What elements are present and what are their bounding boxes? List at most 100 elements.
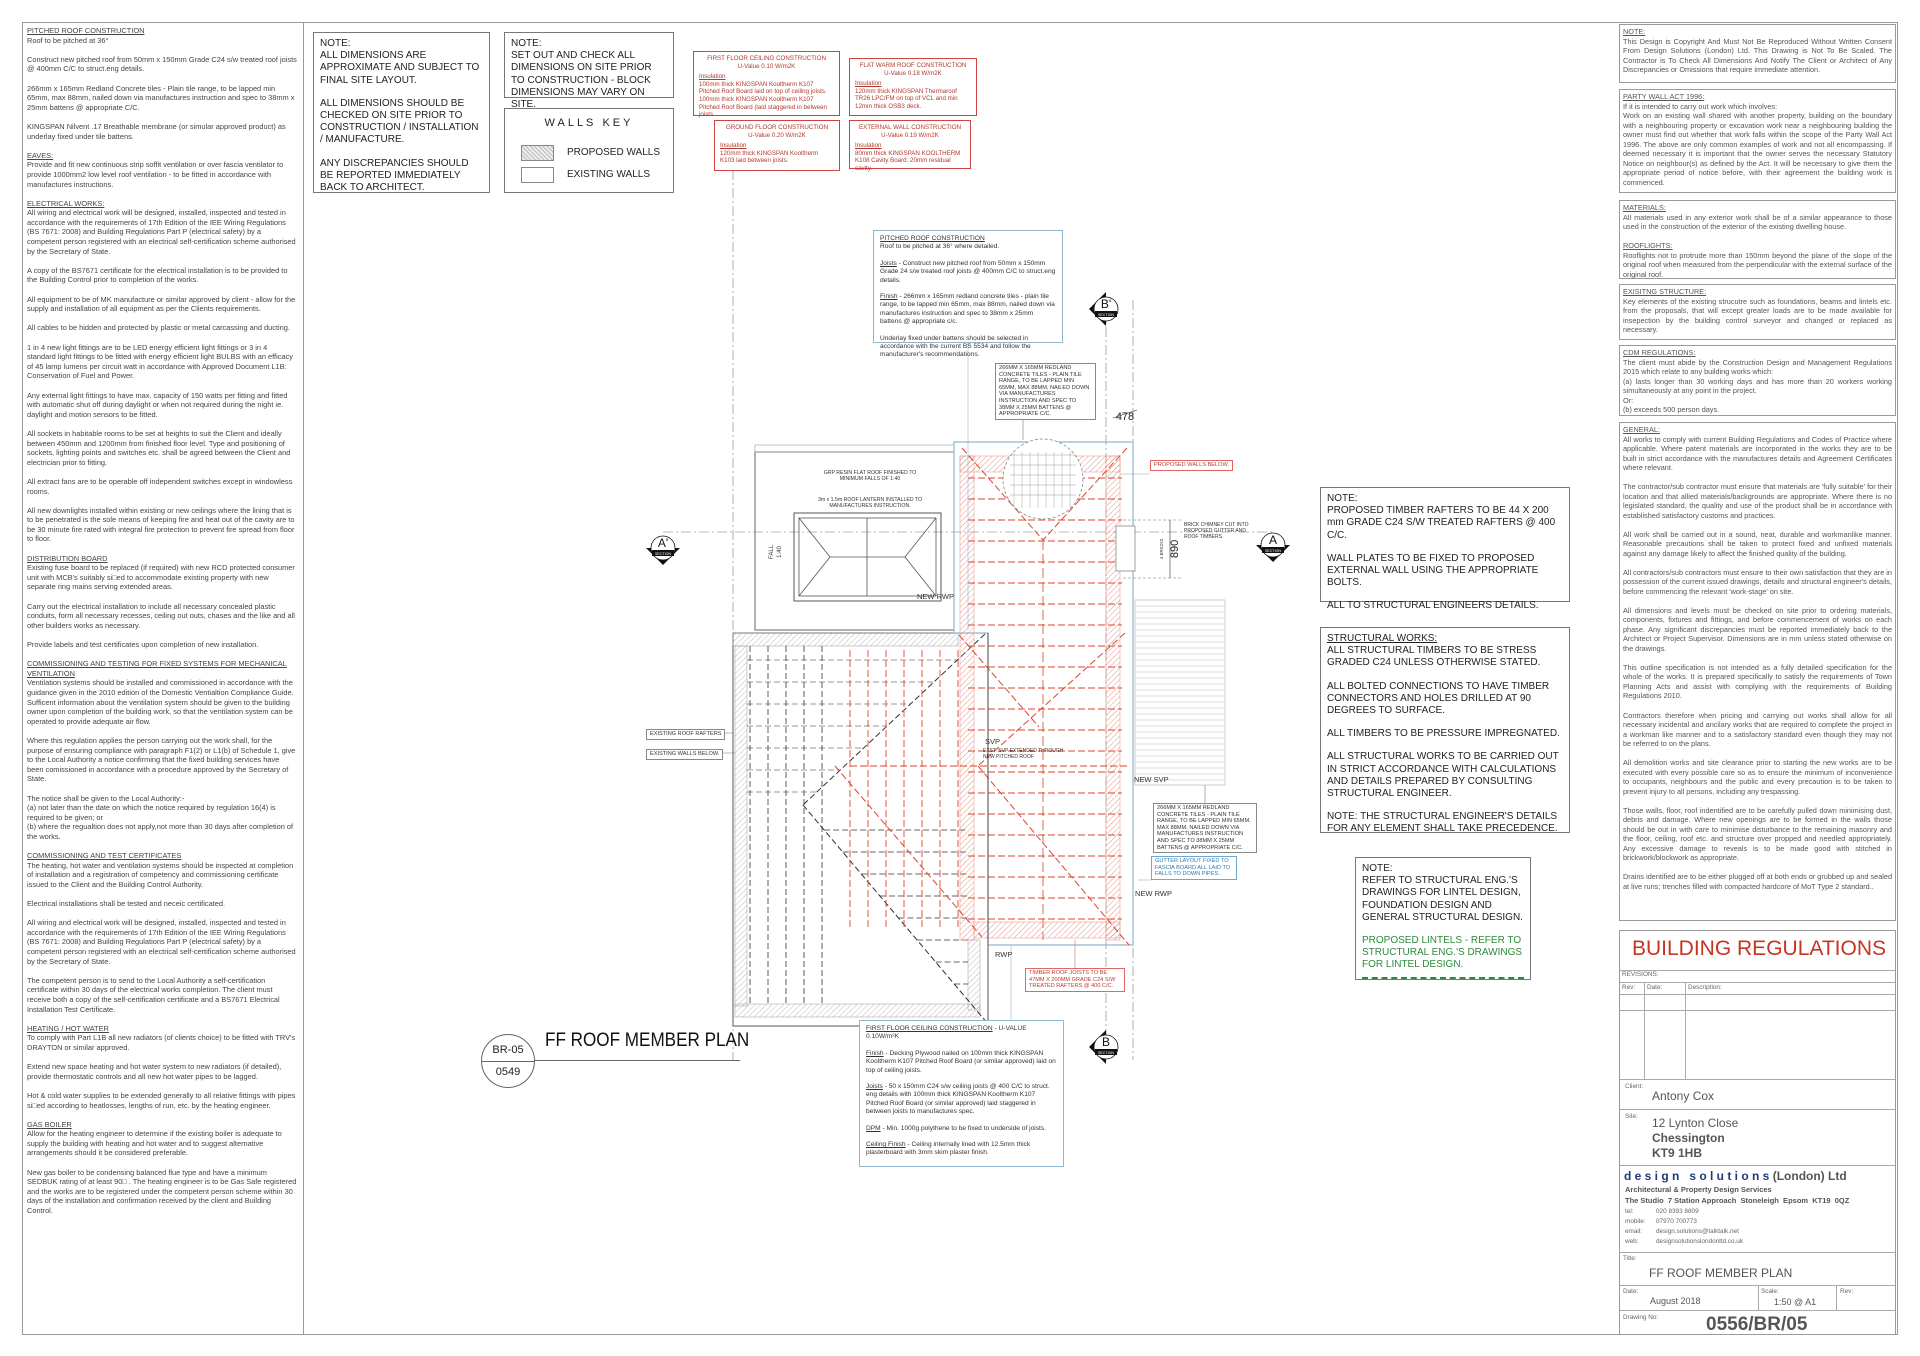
general-note-heading: NOTE: [1623, 27, 1646, 36]
drawing-reference-bubble: BR-05 0549 [481, 1034, 535, 1088]
callout-text: Roof to be pitched at 36° where detailed… [880, 243, 1000, 251]
u-value-box-title: FIRST FLOOR CEILING CONSTRUCTION [707, 55, 826, 62]
company-services: Architectural & Property Design Services [1625, 1185, 1772, 1194]
drawing-sheet-border [22, 22, 1898, 1335]
stage-title: BUILDING REGULATIONS [1632, 937, 1886, 960]
u-value: U-Value 0.18 W/m2K [884, 69, 942, 77]
flat-roof-parapet [754, 444, 955, 453]
spec-paragraph: All sockets in habitable rooms to be set… [27, 428, 291, 467]
adjacent-roof [1134, 599, 1226, 786]
roof-lantern-frame [798, 517, 937, 597]
section-word: SECTION [1265, 549, 1281, 553]
spec-paragraph: New gas boiler to be condensing balanced… [27, 1167, 297, 1216]
walls-key: WALLS KEY PROPOSED WALLS EXISTING WALLS [504, 108, 674, 193]
revisions-label: REVISIONS: [1620, 971, 1895, 983]
insulation-text: 80mm thick KINGSPAN KOOLTHERM K108 Cavit… [855, 149, 961, 172]
roof-lantern-label: 3m x 1.5m ROOF LANTERN INSTALLED TO MANU… [817, 497, 923, 509]
existing-walls-below-label: EXISTING WALLS BELOW. [646, 749, 724, 760]
spec-paragraph: All wiring and electrical work will be d… [27, 208, 296, 256]
spec-paragraph: Any external light fittings to have max.… [27, 390, 288, 419]
general-note-box: PARTY WALL ACT 1996:If it is intended to… [1619, 89, 1896, 193]
spec-paragraph: Construct new pitched roof from 50mm x 1… [27, 54, 297, 74]
general-note-box: NOTE:This Design is Copyright And Must N… [1619, 24, 1896, 83]
spec-section: COMMISSIONING AND TESTING FOR FIXED SYST… [27, 659, 297, 841]
insulation-heading: Insulation [699, 73, 726, 81]
note-paragraph: NOTE: SET OUT AND CHECK ALL DIMENSIONS O… [511, 38, 652, 111]
email-link[interactable]: design.solutions@talktalk.net [1656, 1228, 1739, 1235]
reference-sheet: BR-05 [492, 1044, 524, 1056]
existing-wall [734, 645, 748, 1007]
email-label: email: [1625, 1228, 1643, 1235]
tiles-callout-top: 266MM X 165MM REDLAND CONCRETE TILES - P… [995, 363, 1096, 420]
spec-section: ELECTRICAL WORKS:All wiring and electric… [27, 199, 297, 544]
insulation-text: 100mm thick KINGSPAN Kooltherm K107 Pitc… [699, 80, 827, 119]
setout-note: NOTE: SET OUT AND CHECK ALL DIMENSIONS O… [504, 32, 674, 110]
spec-paragraph: All new downlights installed within exis… [27, 505, 295, 544]
note-paragraph: ALL TO STRUCTURAL ENGINEERS DETAILS. [1327, 600, 1539, 612]
spec-section-heading: HEATING / HOT WATER [27, 1023, 109, 1033]
dimension-890: 890 [1169, 540, 1181, 558]
note-paragraph: NOTE: THE STRUCTURAL ENGINEER'S DETAILS … [1327, 811, 1558, 835]
proposed-wall [959, 455, 975, 941]
structural-works-heading: STRUCTURAL WORKS: [1327, 633, 1438, 644]
insulation-heading: Insulation [855, 142, 882, 150]
dimensions-note: NOTE: ALL DIMENSIONS ARE APPROXIMATE AND… [313, 32, 490, 193]
spec-paragraph: The notice shall be given to the Local A… [27, 793, 294, 841]
site-address-line2: Chessington [1652, 1131, 1725, 1145]
company-suffix: (London) Ltd [1772, 1169, 1847, 1183]
section-word: SECTION [1098, 313, 1114, 317]
client-name: Antony Cox [1652, 1089, 1715, 1103]
spec-paragraph: 1 in 4 new light fittings are to be LED … [27, 342, 293, 381]
section-word: SECTION [655, 552, 671, 556]
callout-subheading: Finish [880, 293, 898, 301]
proposed-valley-line [834, 765, 983, 938]
general-note-heading: CDM REGULATIONS: [1623, 348, 1696, 357]
walls-key-title: WALLS KEY [544, 117, 634, 129]
insulation-heading: Insulation [720, 142, 747, 150]
lintel-note: NOTE: REFER TO STRUCTURAL ENG.'S DRAWING… [1355, 857, 1531, 980]
general-note-box: CDM REGULATIONS:The client must abide by… [1619, 345, 1896, 416]
note-paragraph: ALL BOLTED CONNECTIONS TO HAVE TIMBER CO… [1327, 680, 1550, 717]
fall-label: FALL [769, 544, 775, 559]
date-label: Date: [1623, 1288, 1639, 1295]
company-address: The Studio 7 Station Approach Stoneleigh… [1625, 1196, 1850, 1205]
general-note-paragraph: Those walls, floor, roof indentified are… [1623, 805, 1892, 863]
lintel-line-key [1362, 976, 1524, 979]
callout-text: - Decking Plywood nailed on 100mm thick … [866, 1049, 1056, 1074]
existing-hip-line [802, 804, 989, 1025]
web-link[interactable]: designsolutionslondonltd.co.uk [1656, 1238, 1744, 1245]
structural-works-note: STRUCTURAL WORKS: ALL STRUCTURAL TIMBERS… [1320, 627, 1570, 835]
callout-text: - 50 x 150mm C24 s/w ceiling joists @ 40… [866, 1083, 1050, 1116]
new-rwp-top-label: NEW RWP [917, 592, 954, 601]
section-band [1095, 311, 1117, 317]
drawing-scale: 1:50 @ A1 [1774, 1297, 1817, 1307]
general-note-box: GENERAL:All works to comply with current… [1619, 422, 1896, 921]
general-note-paragraph: All work shall be carried out in a sound… [1623, 529, 1892, 558]
gutter-layout-label: GUTTER LAYOUT FIXED TO FASCIA BOARD ALL … [1151, 856, 1237, 880]
spec-section-heading: COMMISSIONING AND TESTING FOR FIXED SYST… [27, 659, 287, 678]
u-value-box-title: FLAT WARM ROOF CONSTRUCTION [859, 62, 967, 69]
general-note-paragraph: All dimensions and levels must be checke… [1623, 605, 1892, 653]
spec-paragraph: Extend new space heating and hot water s… [27, 1062, 282, 1081]
callout-subheading: Joists [880, 259, 897, 267]
site-address-line1: 12 Lynton Close [1652, 1116, 1739, 1130]
callout-subheading: Ceiling Finish [866, 1141, 906, 1149]
general-note-box: EXISITNG STRUCTURE:Key elements of the e… [1619, 284, 1896, 340]
note-paragraph: NOTE: PROPOSED TIMBER RAFTERS TO BE 44 X… [1327, 493, 1556, 541]
u-value: U-Value 0.10 W/m2K [737, 62, 796, 70]
spec-paragraph: Hot & cold water supplies to be extended… [27, 1090, 296, 1110]
spec-paragraph: Roof to be pitched at 36° [27, 35, 109, 45]
rev-label: Rev: [1840, 1288, 1854, 1295]
plan-title: FF ROOF MEMBER PLAN [545, 1030, 750, 1051]
drawing-date: August 2018 [1650, 1296, 1701, 1306]
existing-roof-rafters-label: EXISTING ROOF RAFTERS [646, 729, 726, 740]
section-letter: A' [658, 536, 668, 550]
general-note-paragraph: The client must abide by the Constructio… [1623, 357, 1892, 415]
brick-chimney-label: BRICK CHIMNEY CUT INTO PROPOSED GUTTER A… [1184, 522, 1249, 540]
lantern-hip [904, 556, 937, 597]
spec-paragraph: KINGSPAN Nilvent .17 Breathable membrane… [27, 121, 286, 141]
tel-label: tel: [1625, 1208, 1634, 1215]
